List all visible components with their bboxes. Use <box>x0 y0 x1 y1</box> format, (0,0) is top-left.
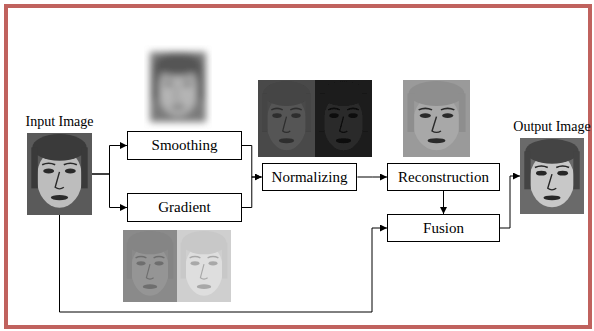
flow-arrow <box>242 177 262 208</box>
box-label: Gradient <box>152 199 216 216</box>
image-heading: Output Image <box>513 119 590 135</box>
reconstructed-face <box>403 80 470 157</box>
gradient-face-y <box>177 230 231 302</box>
process-box: Fusion <box>387 214 500 242</box>
input-image: Input Image <box>27 133 92 215</box>
process-box: Smoothing <box>127 131 242 160</box>
box-label: Smoothing <box>146 137 224 154</box>
flow-arrow <box>500 176 520 228</box>
flow-arrow <box>443 191 444 214</box>
normalized-face-y <box>315 80 372 157</box>
process-box: Gradient <box>127 193 242 222</box>
smoothed-face <box>150 52 206 122</box>
flow-arrow <box>92 146 127 175</box>
process-box: Reconstruction <box>387 163 500 191</box>
flow-arrow <box>92 174 127 208</box>
gradient-face-x <box>123 230 177 302</box>
normalized-face-x <box>258 80 315 157</box>
output-face <box>520 138 584 214</box>
process-box: Normalizing <box>262 163 358 191</box>
output-image: Output Image <box>520 138 584 214</box>
flow-arrow <box>357 177 387 178</box>
image-heading: Input Image <box>25 114 93 130</box>
flow-arrow <box>60 215 388 312</box>
box-label: Reconstruction <box>392 169 495 186</box>
input-face <box>27 133 92 215</box>
box-label: Normalizing <box>266 169 354 186</box>
flow-arrow <box>242 146 262 178</box>
box-label: Fusion <box>417 220 470 237</box>
